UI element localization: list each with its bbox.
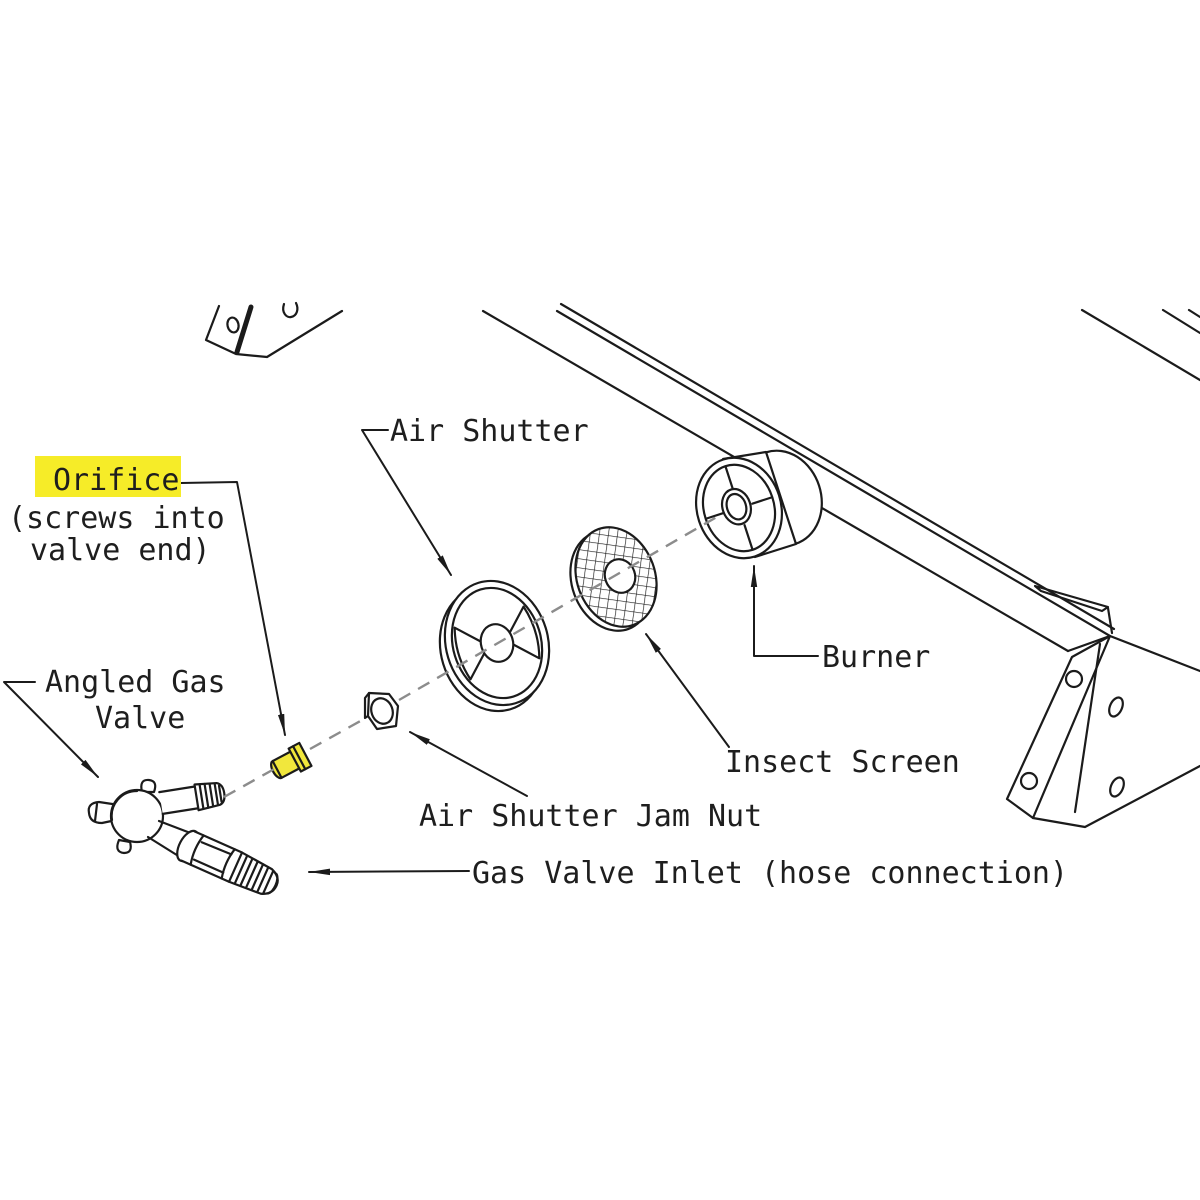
centerline-valve-to-orifice (223, 766, 277, 799)
air-shutter-label: Air Shutter (390, 414, 589, 449)
shutter-disc-inner-rim (450, 586, 544, 700)
bracket-hole-bottom (1019, 771, 1039, 791)
valve-inlet-joint-lines (189, 834, 236, 880)
orifice-label: Orifice (53, 463, 179, 498)
panel-hole-bottom (1109, 776, 1125, 798)
valve-outlet (158, 781, 226, 815)
jam-nut-hole (370, 697, 394, 725)
leader-lines (3, 429, 819, 876)
leader-jam-nut (409, 731, 528, 797)
valve-neck-edges (146, 819, 195, 859)
bracket-fold-line (1073, 642, 1102, 814)
burner-label: Burner (822, 640, 930, 675)
leader-air-shutter (361, 429, 452, 576)
angled-gas-valve-label-line2: Valve (95, 701, 185, 736)
orifice-label-highlight (35, 456, 181, 497)
insect-screen-label: Insect Screen (725, 745, 960, 780)
rail-top-sliver (1033, 584, 1110, 613)
orifice-part (270, 741, 313, 780)
valve-inlet-thread-lines (233, 854, 275, 894)
burner-face-spokes (705, 466, 773, 550)
centerline-orifice-to-nut (309, 717, 365, 751)
orifice-note-line2: valve end) (30, 533, 211, 568)
leader-angled-gas-valve (3, 681, 99, 778)
orifice-note-line1: (screws into (8, 501, 225, 536)
gas-valve-inlet-label: Gas Valve Inlet (hose connection) (472, 856, 1068, 891)
valve-inlet (180, 830, 279, 895)
frame-plate-bold-edge (234, 304, 254, 355)
rail-end-cut (1066, 634, 1112, 653)
frame-plate-outline (204, 304, 344, 359)
shutter-cutout-left (453, 626, 486, 681)
panel-corner-edge-b (1187, 308, 1200, 319)
rail-end-notch (1106, 606, 1114, 635)
assembly-centerline (223, 512, 723, 799)
valve-knob-edge (93, 802, 99, 823)
burner-hub-inner (725, 492, 748, 521)
panel-top-edge (1108, 634, 1200, 673)
orifice-collar-corner (291, 745, 307, 771)
shutter-cutout-right (508, 605, 541, 660)
corner-bracket-panel (1005, 634, 1200, 829)
leader-gas-valve-inlet (308, 868, 470, 876)
jam-nut-thickness-edge (363, 691, 371, 720)
leader-burner (750, 565, 819, 657)
valve-inlet-end-arc (266, 872, 279, 895)
bracket-hole-top (1064, 669, 1084, 689)
burner-part (694, 449, 823, 560)
jam-nut-part (363, 691, 400, 731)
panel-bottom-edge (1031, 764, 1200, 829)
labels: Orifice (screws into valve end) Air Shut… (8, 414, 1068, 891)
panel-hole-top (1108, 696, 1124, 718)
insect-screen-part (569, 526, 658, 632)
valve-ear-bottom (116, 838, 132, 855)
frame-plate-hole (226, 316, 240, 334)
jam-nut-label: Air Shutter Jam Nut (419, 799, 762, 834)
air-shutter-part (438, 579, 551, 713)
angled-gas-valve-label-line1: Angled Gas (45, 665, 226, 700)
leader-orifice (180, 481, 286, 736)
leader-insect-screen (645, 633, 730, 748)
rail-upper-edge-double (559, 302, 1116, 631)
bracket-outline (1005, 634, 1112, 820)
panel-back-edge (1080, 308, 1200, 382)
panel-corner-edge-a (1161, 308, 1200, 335)
centerline-nut-to-burner (398, 512, 723, 702)
frame-partial-hole-arc (282, 301, 299, 319)
valve-ear-top (140, 778, 157, 794)
frame-fragment-top-left (204, 301, 344, 359)
rail-upper-edge (555, 309, 1112, 638)
valve-inlet-hex-flats (192, 841, 233, 874)
angled-gas-valve-part (87, 778, 279, 895)
valve-bonnet-inner-arc (110, 789, 139, 822)
